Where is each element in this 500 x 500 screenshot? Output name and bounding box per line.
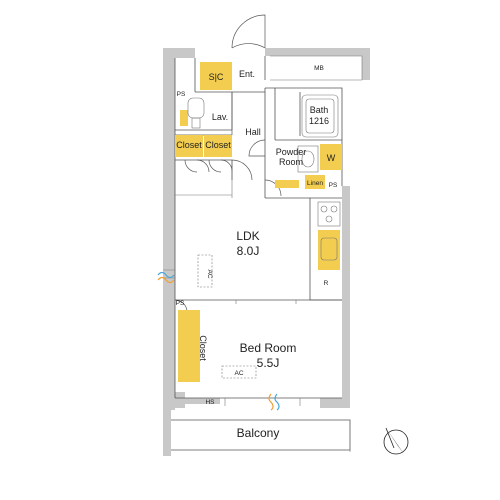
closet-right-fill <box>204 135 232 157</box>
hall-label: Hall <box>245 127 261 137</box>
exterior-walls <box>163 48 370 456</box>
bathtub-icon <box>301 94 339 138</box>
powder-room-label: Powder <box>276 147 307 157</box>
ac-unit-bed <box>221 365 257 379</box>
mb-label: MB <box>314 65 324 72</box>
sic-label: S|C <box>209 72 224 82</box>
closet-right-label: Closet <box>205 140 231 150</box>
window-highlight-bottom <box>268 393 280 411</box>
w-fill <box>320 144 342 170</box>
lav-shelf <box>180 110 188 126</box>
ps-top-label: PS <box>177 91 186 98</box>
north-arrow-icon <box>383 427 409 455</box>
ac-ldk-label: AC <box>206 269 213 278</box>
ent-label: Ent. <box>239 69 255 79</box>
sic-storage <box>200 62 232 90</box>
linen-label: Linen <box>307 180 323 187</box>
closet-left-label: Closet <box>176 140 202 150</box>
doors <box>174 14 282 313</box>
window-marks <box>163 269 301 406</box>
hs-label: HS <box>205 399 215 406</box>
washbasin-icon <box>297 145 319 173</box>
sink-icon <box>320 237 338 261</box>
ac-bed-label: AC <box>234 370 243 377</box>
closet-bed-fill <box>178 310 200 382</box>
bath-size-label: 1216 <box>309 116 329 126</box>
bath-label: Bath <box>310 105 329 115</box>
ldk-size-label: 8.0J <box>237 244 260 258</box>
bed-room-label: Bed Room <box>240 341 297 355</box>
storage-areas <box>175 62 342 382</box>
toilet-icon <box>187 97 205 129</box>
closet-left-fill <box>175 135 203 157</box>
closet-bed-label: Closet <box>198 335 208 361</box>
bed-room-size-label: 5.5J <box>257 356 280 370</box>
linen-fill <box>305 175 325 189</box>
r-label: R <box>324 280 329 287</box>
ps-lower-label: PS <box>176 300 185 307</box>
ps-right-label: PS <box>329 182 338 189</box>
fixtures <box>157 94 341 411</box>
balcony-label: Balcony <box>237 426 280 440</box>
powder-room-label-2: Room <box>279 157 303 167</box>
ac-unit-ldk <box>197 254 213 288</box>
w-label: W <box>327 153 336 163</box>
window-highlight-left <box>157 271 175 284</box>
ldk-label: LDK <box>236 229 259 243</box>
stove-icon <box>317 201 341 227</box>
powder-shelf <box>275 180 299 188</box>
lav-label: Lav. <box>212 112 228 122</box>
